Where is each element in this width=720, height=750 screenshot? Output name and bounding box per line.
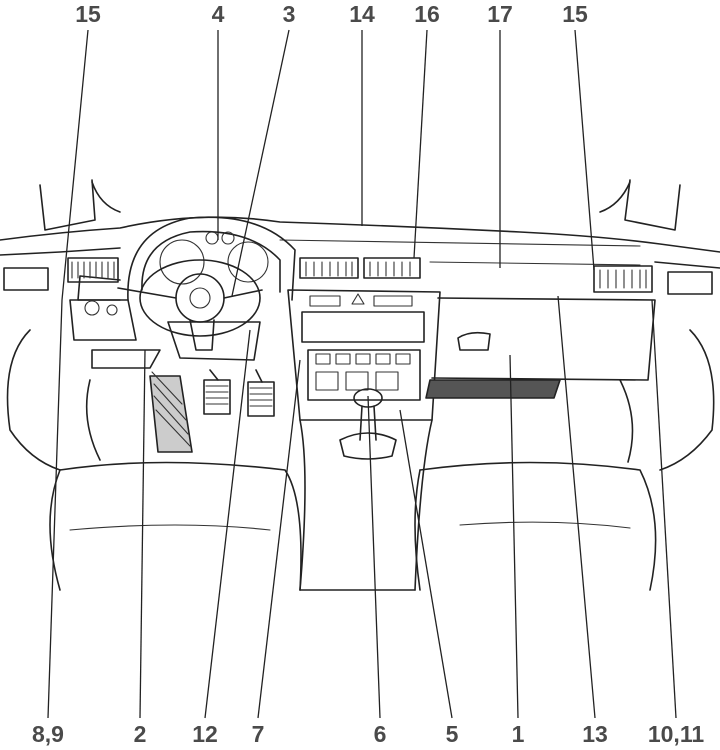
center-console [287,289,441,591]
leader-lines [47,29,677,719]
windshield-frame [39,179,681,231]
right-seat [414,329,715,591]
callout-13: 13 [582,721,608,747]
callout-6: 6 [374,721,387,747]
callout-2: 2 [134,721,147,747]
dashboard-top [0,216,720,269]
callout-1: 1 [512,721,525,747]
instrument-cluster [127,216,296,301]
left-seat [6,329,302,591]
pedal-area [69,299,275,453]
callout-17: 17 [487,1,513,27]
callout-8-9: 8,9 [32,721,64,747]
callout-15-right: 15 [562,1,588,27]
callout-4: 4 [212,1,225,27]
callout-16: 16 [414,1,440,27]
callout-7: 7 [252,721,265,747]
callout-12: 12 [192,721,218,747]
glove-box [425,297,656,399]
callout-5: 5 [446,721,459,747]
callout-3: 3 [283,1,296,27]
steering-wheel [77,259,263,351]
callout-14: 14 [349,1,375,27]
callout-labels: 15 4 3 14 16 17 15 8,9 2 12 7 6 5 1 13 1… [32,1,704,747]
callout-15-left: 15 [75,1,101,27]
callout-10-11: 10,11 [648,721,704,747]
air-vents [3,257,713,295]
